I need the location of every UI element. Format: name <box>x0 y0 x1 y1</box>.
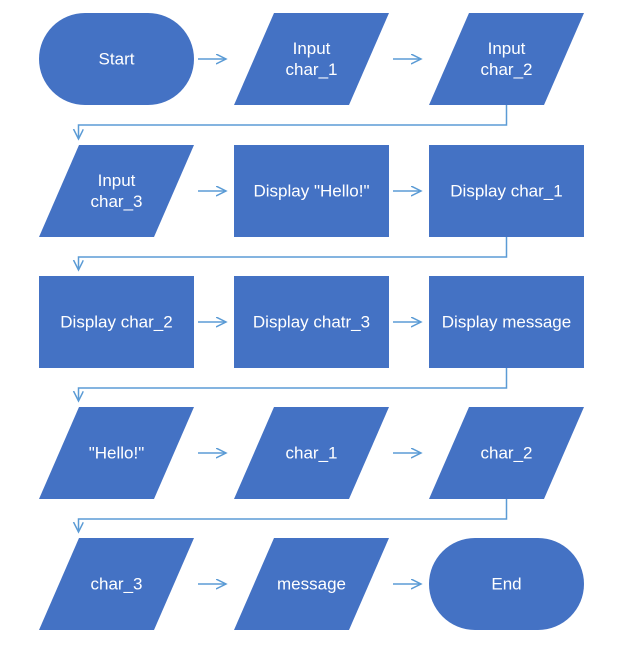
flow-node-label: char_2 <box>481 60 533 79</box>
flow-node-label: char_2 <box>481 444 533 463</box>
process-shape <box>39 276 194 368</box>
io-parallelogram-shape <box>234 538 389 630</box>
flow-node-label: Display message <box>442 313 571 332</box>
flow-node-char-3: char_3 <box>39 538 194 630</box>
flow-row-connector <box>79 237 508 270</box>
flow-node-hello: "Hello!" <box>39 407 194 499</box>
shapes: StartInputchar_1Inputchar_2Inputchar_3Di… <box>39 13 584 630</box>
io-parallelogram-shape <box>429 13 584 105</box>
flow-node-label: Input <box>488 39 526 58</box>
flow-node-label: Display char_1 <box>450 182 562 201</box>
terminator-shape <box>429 538 584 630</box>
io-parallelogram-shape <box>429 407 584 499</box>
flow-node-label: char_1 <box>286 444 338 463</box>
io-parallelogram-shape <box>39 538 194 630</box>
flow-node-char-2: char_2 <box>429 407 584 499</box>
flow-node-label: char_3 <box>91 192 143 211</box>
flow-node-label: Display chatr_3 <box>253 313 370 332</box>
flow-node-label: Input <box>293 39 331 58</box>
flow-node-display-char-2: Display char_2 <box>39 276 194 368</box>
flow-node-label: char_1 <box>286 60 338 79</box>
flow-row-connector <box>79 499 508 532</box>
process-shape <box>429 276 584 368</box>
flow-node-label: Display char_2 <box>60 313 172 332</box>
flow-node-char-1: char_1 <box>234 407 389 499</box>
process-shape <box>234 145 389 237</box>
io-parallelogram-shape <box>39 145 194 237</box>
io-parallelogram-shape <box>234 407 389 499</box>
flow-node-label: Start <box>99 50 135 69</box>
flow-node-label: Input <box>98 171 136 190</box>
flow-node-display-char-1: Display char_1 <box>429 145 584 237</box>
flow-row-connector <box>79 368 508 401</box>
flow-node-display-hello: Display "Hello!" <box>234 145 389 237</box>
io-parallelogram-shape <box>39 407 194 499</box>
flow-node-display-message: Display message <box>429 276 584 368</box>
flow-node-label: char_3 <box>91 575 143 594</box>
flow-node-input-char-2: Input char_2 <box>429 13 584 105</box>
flow-node-message: message <box>234 538 389 630</box>
flow-node-label: End <box>491 575 521 594</box>
process-shape <box>234 276 389 368</box>
flow-row-connector <box>79 105 508 139</box>
flow-node-label: Display "Hello!" <box>254 182 370 201</box>
terminator-shape <box>39 13 194 105</box>
io-parallelogram-shape <box>234 13 389 105</box>
flow-node-input-char-3: Input char_3 <box>39 145 194 237</box>
flow-node-start: Start <box>39 13 194 105</box>
connectors <box>79 59 508 584</box>
flow-node-label: message <box>277 575 346 594</box>
flow-node-display-chatr-3: Display chatr_3 <box>234 276 389 368</box>
flow-node-input-char-1: Input char_1 <box>234 13 389 105</box>
process-shape <box>429 145 584 237</box>
flow-node-end: End <box>429 538 584 630</box>
flow-node-label: "Hello!" <box>89 444 145 463</box>
